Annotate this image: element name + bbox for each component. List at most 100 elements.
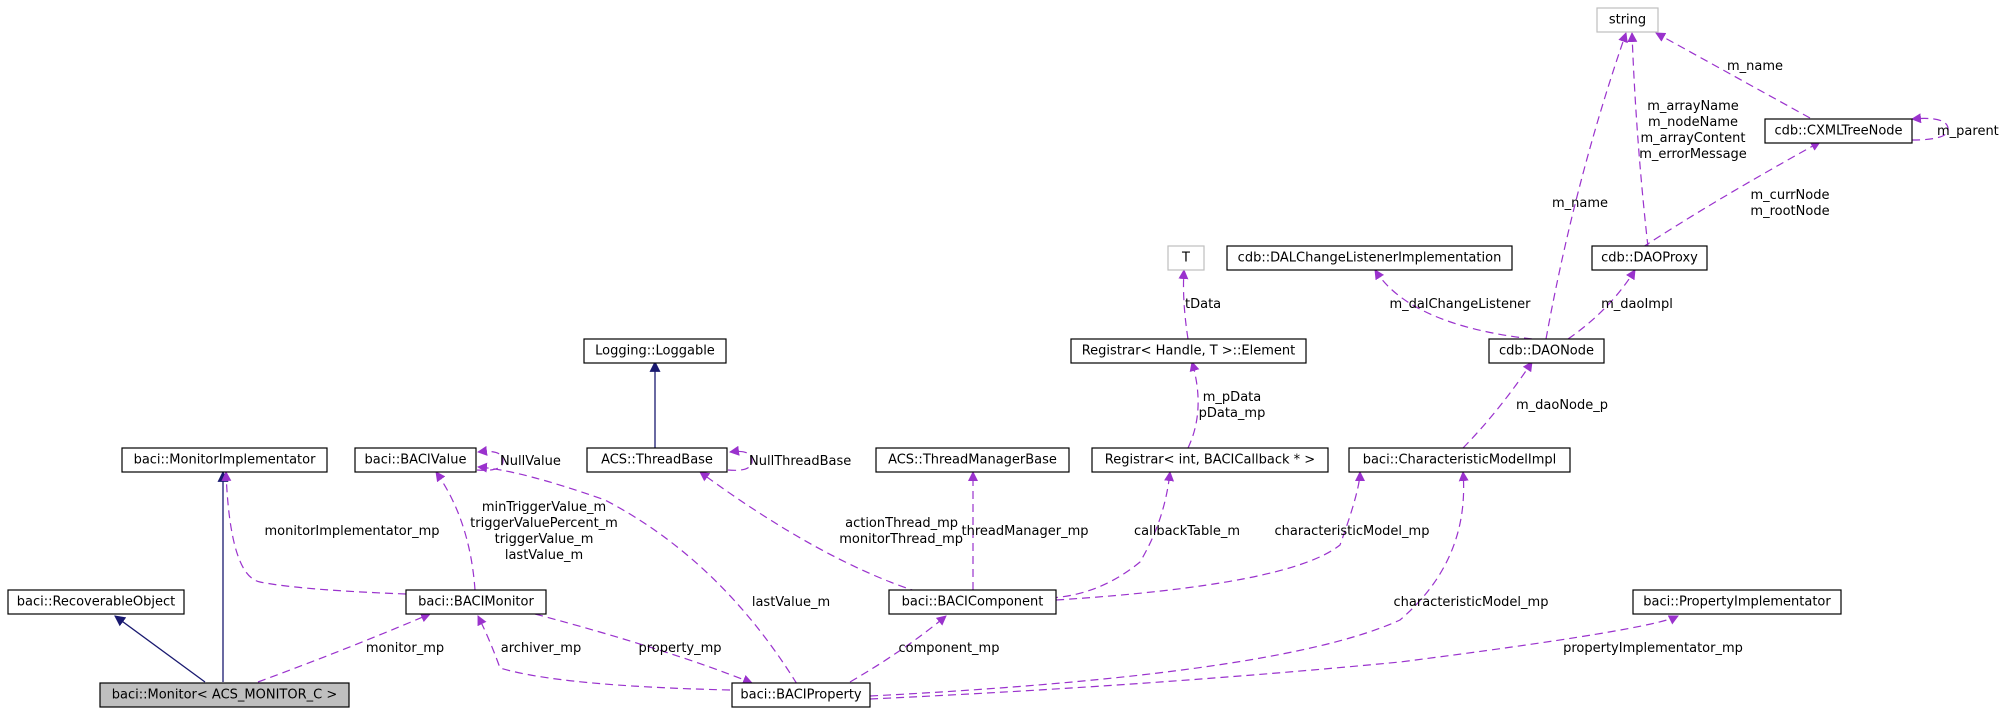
edge-label-mintriggervalue: minTriggerValue_m — [482, 500, 606, 515]
node-baci-monitor[interactable]: baci::BACIMonitor — [405, 589, 547, 615]
node-label-dal-change-listener: cdb::DALChangeListenerImplementation — [1238, 251, 1502, 266]
edge-label-pdata-mp: pData_mp — [1199, 406, 1266, 421]
edge-labels: m_name m_parent m_arrayName m_nodeName m… — [265, 59, 1999, 656]
node-t[interactable]: T — [1167, 245, 1205, 271]
edge-label-actionthread: actionThread_mp — [845, 516, 958, 531]
edge-component-callback — [1049, 471, 1175, 599]
edge-label-nullthreadbase: NullThreadBase — [749, 454, 851, 469]
nodes: string cdb::CXMLTreeNode T cdb::DALChang… — [7, 7, 1913, 708]
node-dal-change-listener[interactable]: cdb::DALChangeListenerImplementation — [1226, 245, 1513, 271]
edge-label-monitorthread: monitorThread_mp — [839, 532, 963, 547]
edge-component-charmodel — [1055, 471, 1365, 601]
edge-label-callbacktable-m: callbackTable_m — [1134, 524, 1240, 539]
edge-label-m-parent: m_parent — [1937, 124, 1999, 139]
node-label-t: T — [1181, 251, 1190, 266]
edge-daoproxy-cxml — [1642, 141, 1821, 248]
node-monitor-implementator[interactable]: baci::MonitorImplementator — [121, 447, 328, 473]
node-registrar-callback[interactable]: Registrar< int, BACICallback * > — [1091, 447, 1329, 473]
node-label-property-implementator: baci::PropertyImplementator — [1643, 595, 1831, 610]
node-label-recoverable-object: baci::RecoverableObject — [17, 595, 176, 610]
node-label-baci-component: baci::BACIComponent — [902, 595, 1044, 610]
node-label-characteristic-model-impl: baci::CharacteristicModelImpl — [1363, 453, 1557, 468]
edge-label-m-pdata: m_pData — [1203, 390, 1261, 405]
edge-label-nullvalue: NullValue — [500, 454, 561, 469]
node-dao-proxy[interactable]: cdb::DAOProxy — [1591, 245, 1708, 271]
edge-bacimonitor-monitorimpl — [221, 471, 407, 595]
edge-label-monitorimplementator-mp: monitorImplementator_mp — [265, 524, 440, 539]
node-string[interactable]: string — [1596, 7, 1659, 33]
edge-label-triggervalue: triggerValue_m — [495, 532, 594, 547]
node-label-string: string — [1609, 13, 1646, 28]
node-label-monitor-implementator: baci::MonitorImplementator — [134, 453, 317, 468]
edge-label-m-daoimpl: m_daoImpl — [1601, 297, 1673, 312]
edge-daonode-dal — [1374, 269, 1533, 340]
edge-label-m-arraycontent: m_arrayContent — [1641, 131, 1746, 146]
edge-label-m-name-cxml: m_name — [1727, 59, 1783, 74]
edge-value-nullvalue — [476, 445, 504, 471]
edge-bacimonitor-value — [435, 471, 476, 591]
edge-property-propertyimpl — [869, 615, 1679, 700]
node-label-cxml-tree-node: cdb::CXMLTreeNode — [1774, 124, 1902, 139]
node-label-monitor: baci::Monitor< ACS_MONITOR_C > — [112, 688, 338, 703]
node-characteristic-model-impl[interactable]: baci::CharacteristicModelImpl — [1348, 447, 1571, 473]
edge-callback-element — [1187, 361, 1200, 449]
edge-label-m-errormessage: m_errorMessage — [1639, 147, 1747, 162]
edge-label-tdata: tData — [1185, 297, 1221, 312]
edge-property-bacimonitor — [477, 615, 731, 691]
node-label-logging-loggable: Logging::Loggable — [595, 344, 715, 359]
edge-label-m-currnode: m_currNode — [1751, 188, 1830, 203]
edge-label-lastvalue-property: lastValue_m — [752, 595, 830, 610]
node-label-registrar-element: Registrar< Handle, T >::Element — [1082, 344, 1296, 359]
edge-label-property-mp: property_mp — [638, 641, 721, 656]
edge-property-component — [849, 615, 947, 683]
edge-cxml-parent — [1911, 113, 1949, 141]
node-baci-property[interactable]: baci::BACIProperty — [731, 682, 871, 708]
node-baci-component[interactable]: baci::BACIComponent — [888, 589, 1057, 615]
node-label-thread-base: ACS::ThreadBase — [601, 453, 713, 468]
edge-label-characteristicmodel-component: characteristicModel_mp — [1275, 524, 1430, 539]
node-registrar-element[interactable]: Registrar< Handle, T >::Element — [1070, 338, 1307, 364]
node-label-baci-value: baci::BACIValue — [365, 453, 467, 468]
node-label-baci-property: baci::BACIProperty — [740, 688, 862, 703]
edge-element-t — [1178, 269, 1189, 340]
edge-threadbase-nullthread — [727, 445, 753, 471]
node-logging-loggable[interactable]: Logging::Loggable — [583, 338, 727, 364]
node-monitor[interactable]: baci::Monitor< ACS_MONITOR_C > — [99, 682, 350, 708]
edge-label-threadmanager-mp: threadManager_mp — [961, 524, 1088, 539]
node-baci-value[interactable]: baci::BACIValue — [354, 447, 477, 473]
node-cxml-tree-node[interactable]: cdb::CXMLTreeNode — [1764, 118, 1913, 144]
edge-label-m-name-daonode: m_name — [1552, 196, 1608, 211]
edge-cxml-name — [1655, 32, 1811, 119]
node-label-dao-node: cdb::DAONode — [1499, 344, 1594, 359]
edge-label-m-nodename: m_nodeName — [1648, 115, 1738, 130]
node-label-baci-monitor: baci::BACIMonitor — [418, 595, 534, 610]
node-dao-node[interactable]: cdb::DAONode — [1488, 338, 1605, 364]
edge-component-threadbase — [699, 471, 919, 593]
node-label-registrar-callback: Registrar< int, BACICallback * > — [1105, 453, 1315, 468]
edge-label-characteristicmodel-property: characteristicModel_mp — [1394, 595, 1549, 610]
node-property-implementator[interactable]: baci::PropertyImplementator — [1632, 589, 1842, 615]
edge-label-component-mp: component_mp — [899, 641, 1000, 656]
edge-label-m-daonode-p: m_daoNode_p — [1516, 398, 1608, 413]
edge-label-monitor-mp: monitor_mp — [366, 641, 444, 656]
edge-charmodel-daonode — [1462, 361, 1533, 449]
node-label-dao-proxy: cdb::DAOProxy — [1601, 251, 1698, 266]
edge-label-propertyimplementator-mp: propertyImplementator_mp — [1563, 641, 1743, 656]
node-label-thread-manager-base: ACS::ThreadManagerBase — [888, 453, 1057, 468]
edge-label-m-rootnode: m_rootNode — [1750, 204, 1829, 219]
edges — [114, 32, 1949, 700]
edge-recoverable-to-monitor — [114, 615, 206, 683]
edge-monitor-bacimonitor — [257, 612, 431, 683]
node-recoverable-object[interactable]: baci::RecoverableObject — [7, 589, 185, 615]
edge-property-charmodel — [869, 471, 1469, 697]
edge-daonode-string — [1545, 32, 1628, 340]
edge-label-m-dalchangelistener: m_dalChangeListener — [1389, 297, 1531, 312]
edge-label-m-arrayname: m_arrayName — [1647, 99, 1739, 114]
edge-daoproxy-string — [1627, 32, 1649, 248]
edge-label-triggervaluepercent: triggerValuePercent_m — [470, 516, 618, 531]
node-thread-manager-base[interactable]: ACS::ThreadManagerBase — [875, 447, 1070, 473]
node-thread-base[interactable]: ACS::ThreadBase — [586, 447, 728, 473]
edge-label-archiver-mp: archiver_mp — [501, 641, 581, 656]
edge-label-lastvalue-monitor: lastValue_m — [505, 548, 583, 563]
